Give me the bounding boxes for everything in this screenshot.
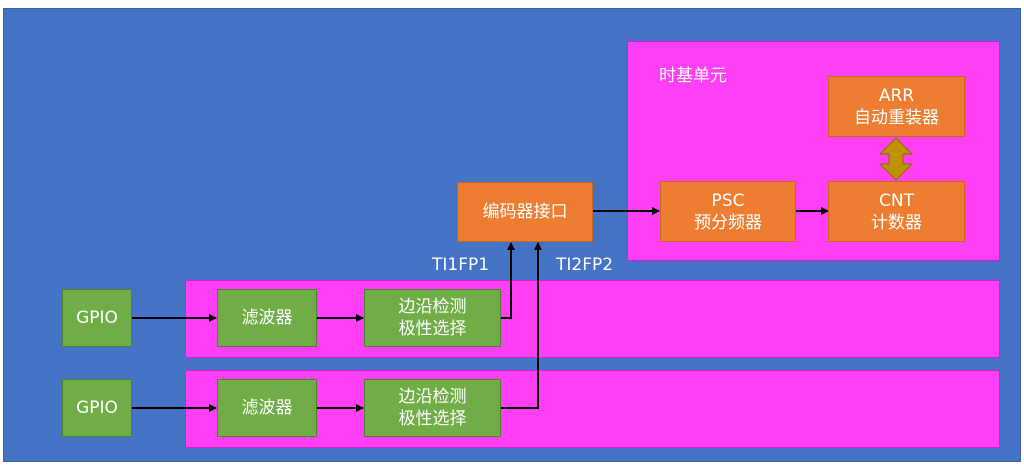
cnt-sublabel: 计数器 <box>871 212 922 233</box>
cnt-block: CNT 计数器 <box>828 181 965 242</box>
encoder-interface-label: 编码器接口 <box>482 202 568 222</box>
psc-label: PSC <box>711 190 745 211</box>
polarity-select-label: 极性选择 <box>398 409 467 429</box>
edge-detect-polarity-block: 边沿检测 极性选择 <box>364 289 501 347</box>
wire-edge2-to-encoder <box>501 242 542 409</box>
gpio-block: GPIO <box>62 379 132 437</box>
signal-label-ti1fp1: TI1FP1 <box>432 255 490 275</box>
gpio-block: GPIO <box>62 289 132 347</box>
psc-block: PSC 预分频器 <box>660 181 796 242</box>
cnt-label: CNT <box>879 190 914 211</box>
filter-label: 滤波器 <box>241 398 293 418</box>
edge-detect-label: 边沿检测 <box>398 297 467 317</box>
psc-sublabel: 预分频器 <box>694 212 762 233</box>
polarity-select-label: 极性选择 <box>398 319 467 339</box>
arr-sublabel: 自动重装器 <box>854 107 939 128</box>
filter-block: 滤波器 <box>217 379 317 437</box>
bidirectional-arrow-arr-cnt <box>878 137 914 181</box>
edge-detect-label: 边沿检测 <box>398 387 467 407</box>
arr-block: ARR 自动重装器 <box>828 76 965 137</box>
wire-edge1-to-encoder <box>501 242 515 319</box>
timebase-title: 时基单元 <box>659 66 727 86</box>
edge-detect-polarity-block: 边沿检测 极性选择 <box>364 379 501 437</box>
signal-label-ti2fp2: TI2FP2 <box>556 255 614 275</box>
encoder-interface-block: 编码器接口 <box>457 182 593 242</box>
arr-label: ARR <box>878 85 915 106</box>
gpio-label: GPIO <box>76 308 118 328</box>
filter-block: 滤波器 <box>217 289 317 347</box>
filter-label: 滤波器 <box>241 308 293 328</box>
gpio-label: GPIO <box>76 398 118 418</box>
